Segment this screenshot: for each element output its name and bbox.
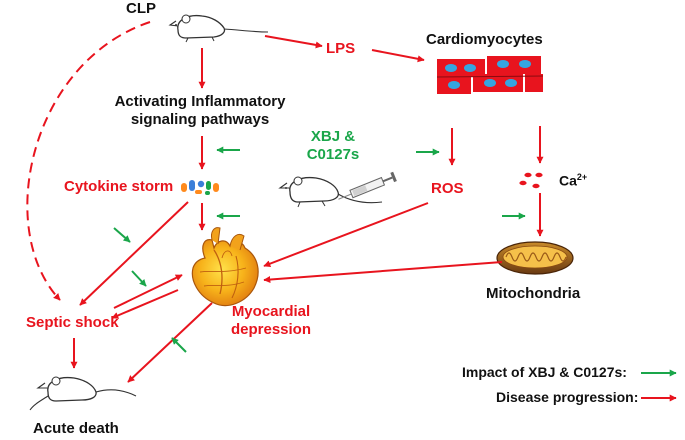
treatment-line-2: C0127s — [306, 146, 360, 163]
green-arrow-septic-heart — [131, 270, 147, 287]
arrow-heart-to-death — [127, 302, 213, 383]
clp-label: CLP — [126, 0, 156, 17]
septic-shock-label: Septic shock — [26, 314, 119, 331]
cardiomyocytes-icon — [436, 56, 544, 94]
mouse-icon — [168, 14, 269, 43]
legend-disease-label: Disease progression: — [496, 389, 639, 405]
arrow-ros-to-heart — [263, 202, 429, 268]
lps-label: LPS — [326, 40, 356, 57]
syringe-icon — [338, 171, 397, 200]
calcium-symbol: Ca — [559, 172, 577, 189]
inflammatory-pathways-label: Activating Inflammatory signaling pathwa… — [110, 93, 290, 129]
arrow-clp-to-lps — [264, 35, 323, 49]
arrow-cytokine-to-septic — [79, 201, 189, 306]
arrow-lps-to-cardiomyocytes — [371, 49, 425, 63]
mitochondria-icon — [496, 241, 574, 275]
disease-arrows — [26, 21, 544, 383]
calcium-icon — [519, 172, 543, 189]
inflammatory-line-2: signaling pathways — [130, 111, 270, 128]
mouse-icon — [278, 176, 383, 208]
green-arrow-heart-death — [171, 337, 187, 353]
cytokine-icon — [181, 180, 219, 195]
arrow-septic-to-heart — [113, 274, 183, 309]
treatment-label: XBJ & C0127s — [298, 128, 368, 164]
treatment-arrows — [113, 146, 677, 377]
myocardial-line-2: depression — [230, 321, 312, 338]
green-arrow-cytokine-septic — [113, 227, 131, 243]
treatment-line-1: XBJ & — [310, 128, 356, 145]
acute-death-label: Acute death — [33, 420, 119, 437]
mitochondria-label: Mitochondria — [486, 285, 581, 302]
legend-treatment-label: Impact of XBJ & C0127s: — [462, 364, 627, 380]
heart-icon — [191, 227, 259, 307]
cytokine-storm-label: Cytokine storm — [64, 178, 174, 195]
mouse-icon — [29, 376, 137, 411]
ros-label: ROS — [431, 180, 464, 197]
arrow-clp-to-septic-dashed — [26, 21, 151, 301]
calcium-charge: 2+ — [576, 172, 588, 182]
calcium-label: Ca2+ — [559, 172, 587, 189]
inflammatory-line-1: Activating Inflammatory — [114, 93, 286, 110]
arrow-heart-to-septic — [111, 289, 179, 319]
arrow-mitochondria-to-heart — [263, 261, 503, 284]
cardiomyocytes-label: Cardiomyocytes — [426, 31, 543, 48]
myocardial-line-1: Myocardial — [231, 303, 311, 320]
myocardial-depression-label: Myocardial depression — [226, 303, 316, 339]
